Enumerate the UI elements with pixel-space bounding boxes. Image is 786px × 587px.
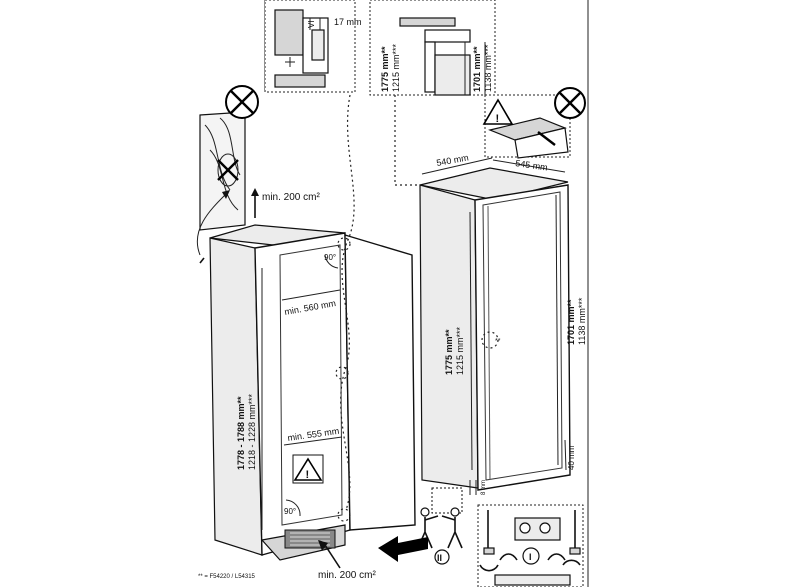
dim-540-label: 540 mm <box>436 152 470 167</box>
vent-bottom-label: min. 200 cm² <box>318 570 376 581</box>
footnote: ** = F54220 / L54315 <box>198 574 256 580</box>
top-height-detail: 1775 mm** 1215 mm*** 1701 mm** 1138 mm**… <box>369 0 496 96</box>
app-height-c: 1701 mm** <box>566 299 576 345</box>
prohibited-icon <box>554 87 586 119</box>
hinge-detail-icon <box>481 331 499 349</box>
warning-icon: ! <box>292 454 324 484</box>
step-i-label: I <box>529 552 532 562</box>
arrow-left-icon <box>378 536 428 562</box>
app-height-b: 1215 mm*** <box>455 326 465 375</box>
angle-bottom-label: 90° <box>284 507 296 516</box>
dim-8-label: 8 mm <box>481 480 487 495</box>
angle-top-label: 90° <box>324 253 336 262</box>
appliance <box>394 95 571 491</box>
top-tilt-detail <box>484 94 571 159</box>
niche-height-a: 1778 - 1788 mm** <box>236 396 246 470</box>
svg-text:!: ! <box>306 469 310 481</box>
feet-adjust-detail <box>477 504 584 587</box>
hinge-detail-icon <box>337 237 351 251</box>
detail-17mm-label: 17 mm <box>334 17 362 27</box>
dim-40-label: 40 mm <box>567 445 576 470</box>
hinge-detail-icon <box>337 508 351 522</box>
app-height-a: 1775 mm** <box>444 329 454 375</box>
hinge-detail-icon <box>335 366 349 380</box>
wood-panel-detail <box>199 111 246 231</box>
top-hinge-detail: 17 mm VI <box>264 0 362 93</box>
dim-545-label: 545 mm <box>515 158 549 172</box>
app-height-d: 1138 mm*** <box>577 297 587 345</box>
top-height-b: 1215 mm*** <box>391 43 401 92</box>
person-carrying-icon <box>417 487 463 549</box>
warning-icon: ! <box>482 98 514 125</box>
svg-text:!: ! <box>496 113 500 125</box>
niche-height-b: 1218 - 1228 mm*** <box>247 393 257 470</box>
top-height-a: 1775 mm** <box>380 46 390 92</box>
hinge-mark: ** <box>495 338 501 345</box>
vent-top-label: min. 200 cm² <box>262 192 320 203</box>
step-ii-label: II <box>437 553 442 563</box>
top-height-d: 1138 mm*** <box>483 44 493 92</box>
prohibited-icon <box>225 85 259 119</box>
svg-text:VI: VI <box>307 20 316 28</box>
top-height-c: 1701 mm** <box>472 46 482 92</box>
niche-cabinet <box>209 224 416 561</box>
